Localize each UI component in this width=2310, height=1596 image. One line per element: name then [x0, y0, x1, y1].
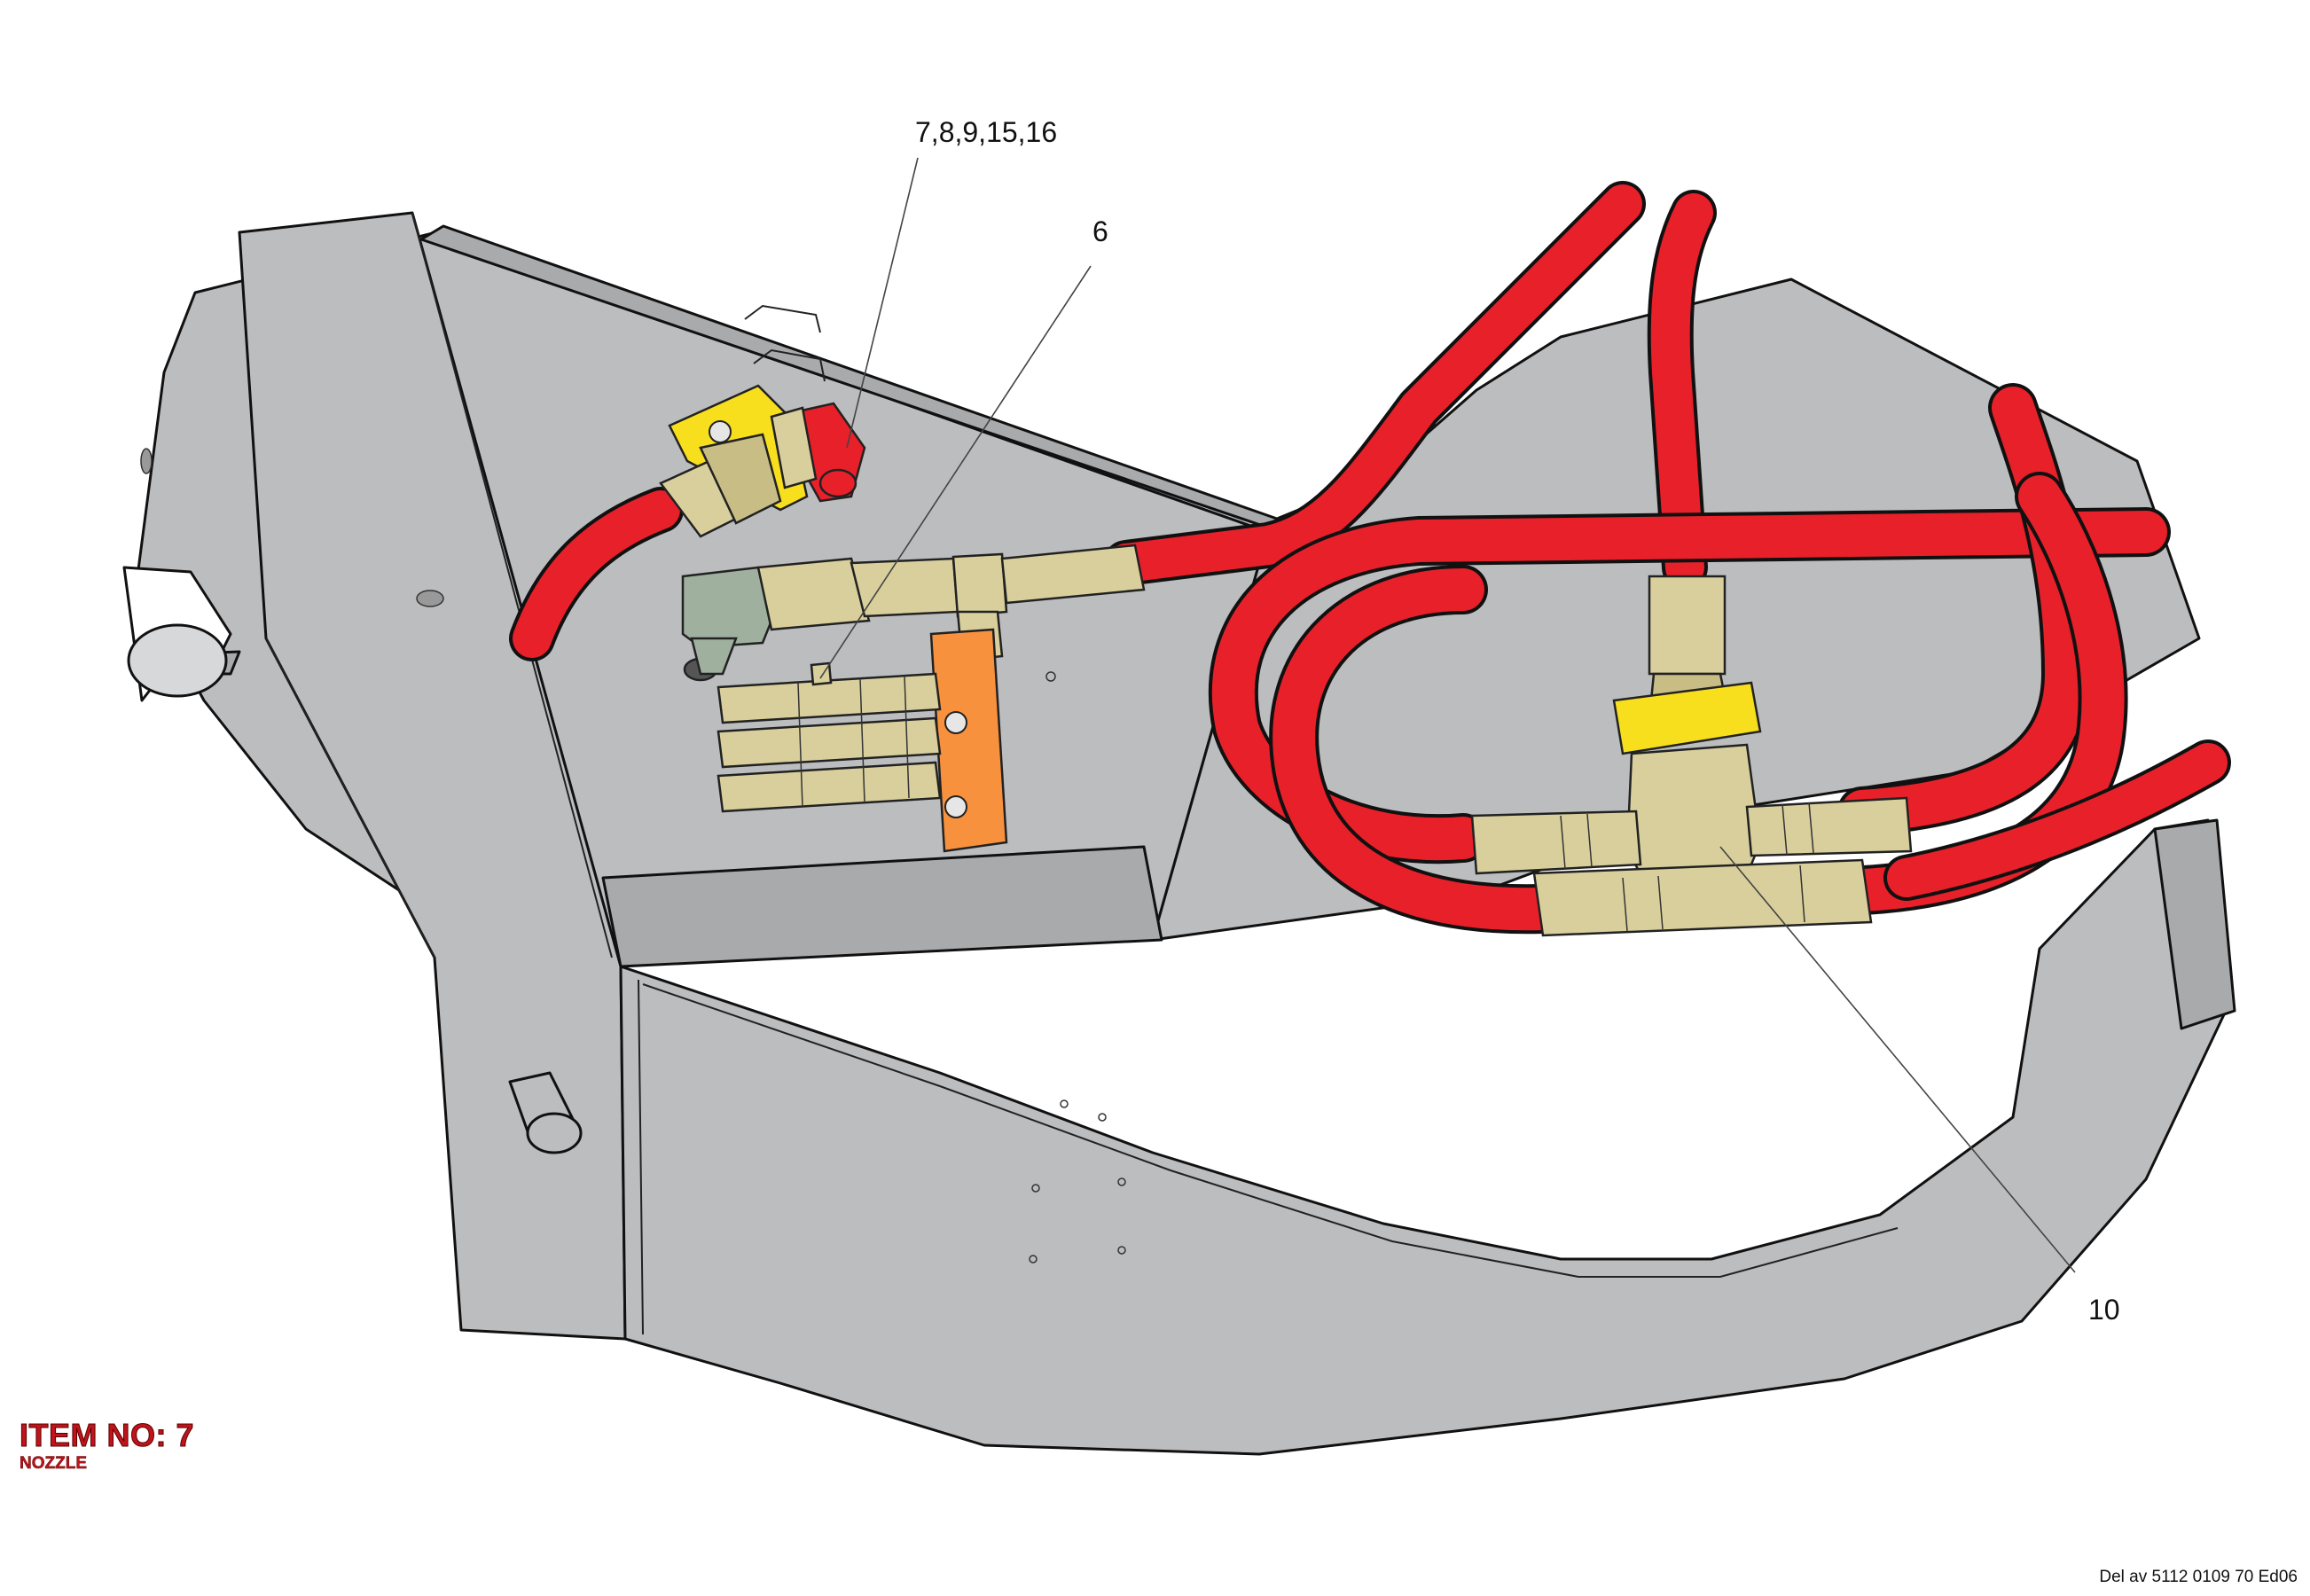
hydraulic-hoses: [509, 181, 2231, 935]
item-number-title: ITEM NO: 7: [19, 1417, 195, 1454]
callout-label-1: 7,8,9,15,16: [915, 116, 1057, 148]
item-name: NOZZLE: [20, 1454, 88, 1474]
solenoid-valve: [681, 544, 1146, 682]
distribution-manifold: [716, 628, 1008, 853]
tee-fitting-assembly: [1470, 575, 1913, 937]
chassis-frame: [122, 211, 2236, 1456]
callout-leaders: [819, 157, 2076, 1273]
nozzle-bracket-assembly: [659, 384, 866, 538]
callout-label-3: 10: [2088, 1294, 2120, 1326]
document-reference: Del av 5112 0109 70 Ed06: [2099, 1568, 2298, 1586]
callout-label-2: 6: [1092, 215, 1108, 247]
